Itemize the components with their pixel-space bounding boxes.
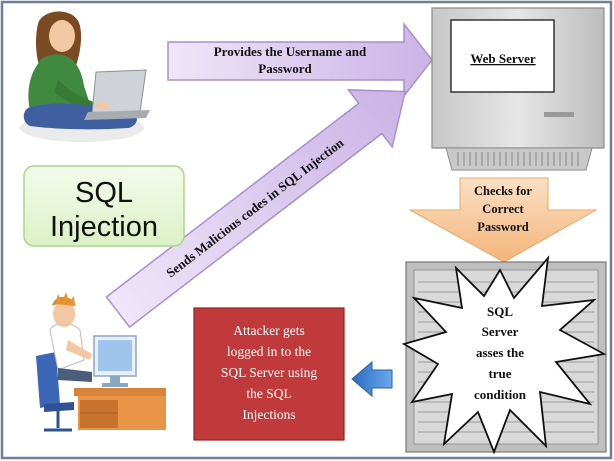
sql-server-starburst	[401, 255, 607, 455]
sql-injection-title-line2: Injection	[50, 211, 158, 243]
checks-line3: Password	[477, 220, 528, 234]
web-server-computer-icon	[431, 7, 605, 171]
arrow-top-label-line2: Password	[258, 61, 312, 76]
sql-server-line1: SQL	[487, 304, 513, 319]
checks-line2: Correct	[482, 202, 524, 216]
attacker-line1: Attacker gets	[233, 323, 305, 338]
sql-server-line4: true	[488, 366, 511, 381]
sql-server-line2: Server	[482, 324, 519, 339]
web-server-label: Web Server	[470, 51, 536, 66]
sql-server-line3: asses the	[476, 345, 524, 360]
check-password-arrow	[409, 177, 598, 263]
checks-line1: Checks for	[474, 184, 532, 198]
attacker-at-computer-icon	[36, 292, 166, 432]
attacker-line3: SQL Server using	[221, 365, 317, 380]
woman-with-laptop-icon	[20, 11, 150, 142]
sql-injection-title-box	[23, 165, 185, 247]
sql-server-line5: condition	[474, 387, 527, 402]
arrow-top-label-line1: Provides the Username and	[214, 44, 367, 59]
attacker-line2: logged in to the	[227, 344, 311, 359]
attacker-line4: the SQL	[246, 386, 291, 401]
logged-in-arrow	[351, 360, 393, 398]
attacker-result-box	[193, 307, 345, 441]
sql-injection-title-line1: SQL	[75, 177, 133, 209]
username-password-arrow	[167, 21, 433, 99]
attacker-line5: Injections	[242, 407, 295, 422]
